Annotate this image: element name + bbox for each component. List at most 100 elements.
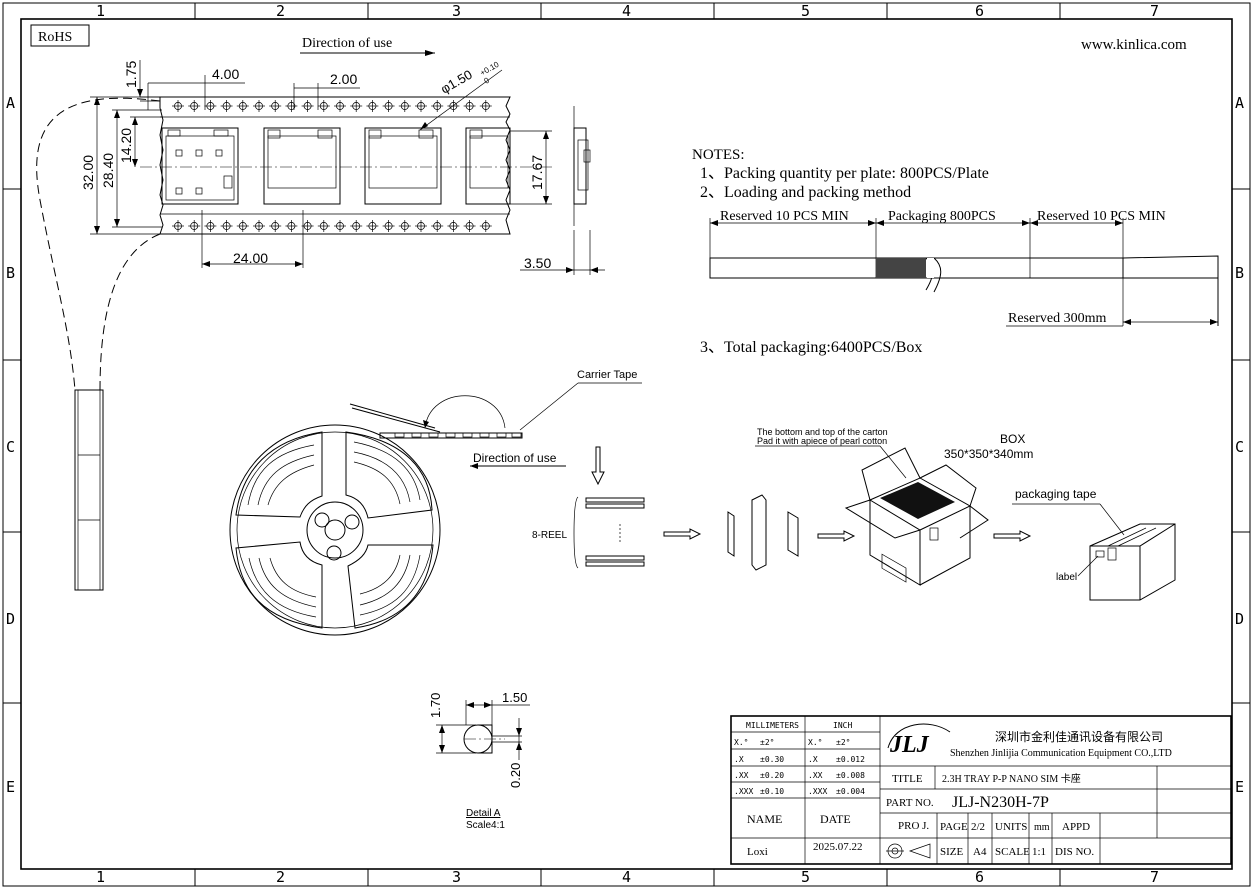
tol-r1-c0: .X xyxy=(734,755,744,764)
tol-r2-c1: ±0.20 xyxy=(760,771,784,780)
carton-note-2: Pad it with apiece of pearl cotton xyxy=(757,436,887,446)
tol-r3-c0: .XXX xyxy=(734,787,753,796)
tol-r1-c3: ±0.012 xyxy=(836,755,865,764)
notes-section: NOTES: 1、Packing quantity per plate: 800… xyxy=(692,147,1219,356)
eight-reel-label: 8-REEL xyxy=(532,530,567,541)
units-value: mm xyxy=(1034,822,1050,833)
tol-r2-c2: .XX xyxy=(808,771,823,780)
reserved-right-label: Reserved 10 PCS MIN xyxy=(1037,209,1166,224)
jlj-logo: JLJ xyxy=(887,723,951,758)
units-label: UNITS xyxy=(995,821,1027,833)
grid-col-4-bottom: 4 xyxy=(622,868,631,886)
dim-hole-tol-minus: 0 xyxy=(483,75,492,85)
tol-r2-c0: .XX xyxy=(734,771,749,780)
packaging-label: Packaging 800PCS xyxy=(888,209,996,224)
tol-r3-c3: ±0.004 xyxy=(836,787,865,796)
grid-col-4-top: 4 xyxy=(622,2,631,20)
dis-no-label: DIS NO. xyxy=(1055,846,1094,858)
packaging-tape-label: packaging tape xyxy=(1015,487,1097,501)
sprocket-holes-bottom xyxy=(172,220,492,232)
detail-dim-1-70: 1.70 xyxy=(428,693,443,718)
projection-symbol-icon xyxy=(886,843,931,859)
size-label: SIZE xyxy=(940,846,964,858)
reserved-300mm-label: Reserved 300mm xyxy=(1008,311,1106,326)
grid-col-5-top: 5 xyxy=(801,2,810,20)
note-2: 2、Loading and packing method xyxy=(700,184,911,201)
size-value: A4 xyxy=(973,846,987,858)
carrier-tape-label: Carrier Tape xyxy=(577,369,637,381)
dim-17-67: 17.67 xyxy=(529,155,545,190)
tol-r3-c2: .XXX xyxy=(808,787,827,796)
grid-row-c-left: C xyxy=(6,438,15,456)
grid-row-a-right: A xyxy=(1235,94,1244,112)
dim-hole-diameter: φ1.50 xyxy=(438,67,475,97)
tol-r1-c1: ±0.30 xyxy=(760,755,784,764)
grid-col-1-top: 1 xyxy=(96,2,105,20)
dim-hole-tol-plus: +0.10 xyxy=(479,60,502,78)
detail-scale: Scale4:1 xyxy=(466,820,505,831)
reserved-left-label: Reserved 10 PCS MIN xyxy=(720,209,849,224)
note-1: 1、Packing quantity per plate: 800PCS/Pla… xyxy=(700,165,989,182)
dim-28-40: 28.40 xyxy=(100,153,116,188)
note-3: 3、Total packaging:6400PCS/Box xyxy=(700,339,922,356)
grid-col-1-bottom: 1 xyxy=(96,868,105,886)
tol-r3-c1: ±0.10 xyxy=(760,787,784,796)
carton-note-1: The bottom and top of the carton xyxy=(757,427,888,437)
detail-dim-1-50: 1.50 xyxy=(502,690,527,705)
dim-4-00: 4.00 xyxy=(212,66,239,82)
tol-r0-c0: X.° xyxy=(734,738,748,747)
date-label: DATE xyxy=(820,812,851,826)
box-size: 350*350*340mm xyxy=(944,447,1033,461)
grid-row-c-right: C xyxy=(1235,438,1244,456)
tol-r0-c2: X.° xyxy=(808,738,822,747)
name-label: NAME xyxy=(747,812,782,826)
grid-col-3-top: 3 xyxy=(452,2,461,20)
grid-col-7-bottom: 7 xyxy=(1150,868,1159,886)
grid-row-b-right: B xyxy=(1235,264,1244,282)
dim-2-00: 2.00 xyxy=(330,71,357,87)
scale-label: SCALE xyxy=(995,846,1030,858)
logo-text: JLJ xyxy=(889,732,930,758)
sprocket-holes-top xyxy=(172,100,492,112)
page-value: 2/2 xyxy=(971,821,985,833)
detail-dim-0-20: 0.20 xyxy=(508,763,523,788)
rohs-box xyxy=(30,24,90,47)
grid-row-e-left: E xyxy=(6,778,15,796)
tol-head-mm: MILLIMETERS xyxy=(746,721,799,730)
drawing-title: 2.3H TRAY P-P NANO SIM 卡座 xyxy=(942,772,1081,785)
part-number: JLJ-N230H-7P xyxy=(952,794,1049,811)
projection-label: PRO J. xyxy=(898,820,929,832)
grid-row-d-right: D xyxy=(1235,610,1244,628)
grid-col-5-bottom: 5 xyxy=(801,868,810,886)
tol-r1-c2: .X xyxy=(808,755,818,764)
grid-col-3-bottom: 3 xyxy=(452,868,461,886)
appd-label: APPD xyxy=(1062,821,1090,833)
dim-24-00: 24.00 xyxy=(233,250,268,266)
tape-direction-label: Direction of use xyxy=(302,36,392,51)
dim-32-00: 32.00 xyxy=(80,155,96,190)
dim-1-75: 1.75 xyxy=(123,61,139,88)
part-no-label: PART NO. xyxy=(886,797,934,809)
tape-pockets xyxy=(161,127,511,205)
grid-row-b-left: B xyxy=(6,264,15,282)
rohs-label: RoHS xyxy=(38,30,72,45)
tol-head-inch: INCH xyxy=(833,721,852,730)
title-label: TITLE xyxy=(892,773,923,785)
carrier-tape-view: Direction of use xyxy=(36,36,605,591)
grid-col-6-bottom: 6 xyxy=(975,868,984,886)
grid-row-a-left: A xyxy=(6,94,15,112)
tol-r2-c3: ±0.008 xyxy=(836,771,865,780)
grid-col-7-top: 7 xyxy=(1150,2,1159,20)
notes-heading: NOTES: xyxy=(692,147,745,163)
page-label: PAGE xyxy=(940,821,968,833)
company-name-cn: 深圳市金利佳通讯设备有限公司 xyxy=(995,729,1163,744)
scale-value: 1:1 xyxy=(1032,846,1046,858)
website: www.kinlica.com xyxy=(1081,37,1187,53)
grid-col-6-top: 6 xyxy=(975,2,984,20)
grid-row-d-left: D xyxy=(6,610,15,628)
grid-col-2-top: 2 xyxy=(276,2,285,20)
reel-direction-label: Direction of use xyxy=(473,451,557,465)
detail-title: Detail A xyxy=(466,808,501,819)
